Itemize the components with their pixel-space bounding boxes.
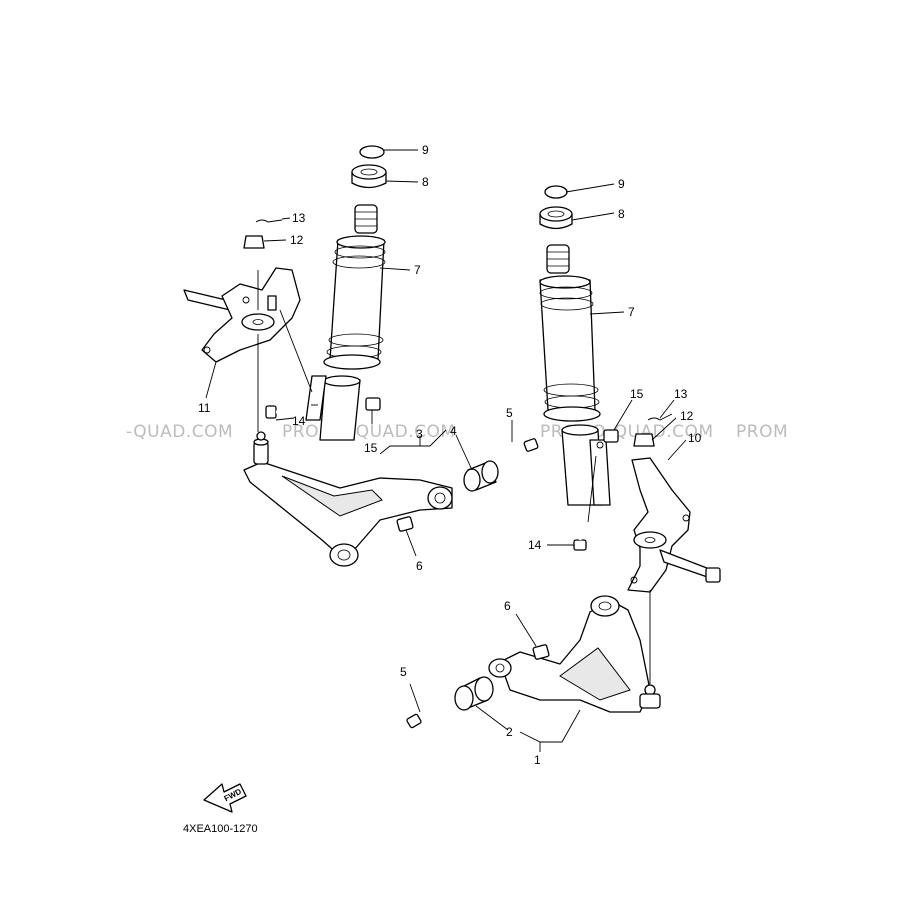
callout-15-left: 15	[364, 441, 378, 455]
callout-7-left: 7	[414, 263, 421, 277]
left-knuckle	[183, 267, 301, 363]
callout-numbers: 9 8 7 13 12 11 14 15 3 4 5 6 9 8 7 15 13…	[198, 143, 702, 767]
watermark-text-2: PROMO-QUAD.COM	[282, 422, 456, 442]
callout-11: 11	[198, 401, 211, 415]
callout-5-lower: 5	[400, 665, 407, 679]
callout-6-left: 6	[416, 559, 423, 573]
callout-13-left: 13	[292, 211, 306, 225]
callout-3: 3	[416, 427, 423, 441]
callout-5-upper: 5	[506, 406, 513, 420]
callout-14-right: 14	[528, 538, 542, 552]
callout-2: 2	[506, 725, 513, 739]
callout-9-right: 9	[618, 177, 625, 191]
right-knuckle	[627, 457, 721, 593]
callout-14-left: 14	[292, 414, 306, 428]
left-circlip	[359, 145, 385, 159]
lower-arm	[488, 595, 661, 713]
upper-arm	[243, 431, 453, 567]
callout-12-right: 12	[680, 409, 694, 423]
left-shock-absorber	[305, 145, 387, 441]
bushings	[454, 460, 499, 711]
callout-10: 10	[688, 431, 702, 445]
watermark-text-4: PROM	[736, 422, 788, 442]
fwd-arrow-icon: FWD	[203, 783, 247, 813]
callout-8-left: 8	[422, 175, 429, 189]
right-circlip	[544, 185, 568, 199]
callout-12-left: 12	[290, 233, 304, 247]
fasteners	[243, 219, 673, 729]
leader-lines	[205, 149, 687, 752]
watermark-text-1: -QUAD.COM	[126, 422, 233, 442]
callout-6-right: 6	[504, 599, 511, 613]
callout-15-right: 15	[630, 387, 644, 401]
callout-4: 4	[450, 424, 457, 438]
right-shock-absorber	[539, 185, 611, 506]
callout-13-right: 13	[674, 387, 688, 401]
callout-7-right: 7	[628, 305, 635, 319]
callout-9-left: 9	[422, 143, 429, 157]
callout-8-right: 8	[618, 207, 625, 221]
callout-1: 1	[534, 753, 541, 767]
diagram-reference-code: 4XEA100-1270	[183, 823, 258, 835]
